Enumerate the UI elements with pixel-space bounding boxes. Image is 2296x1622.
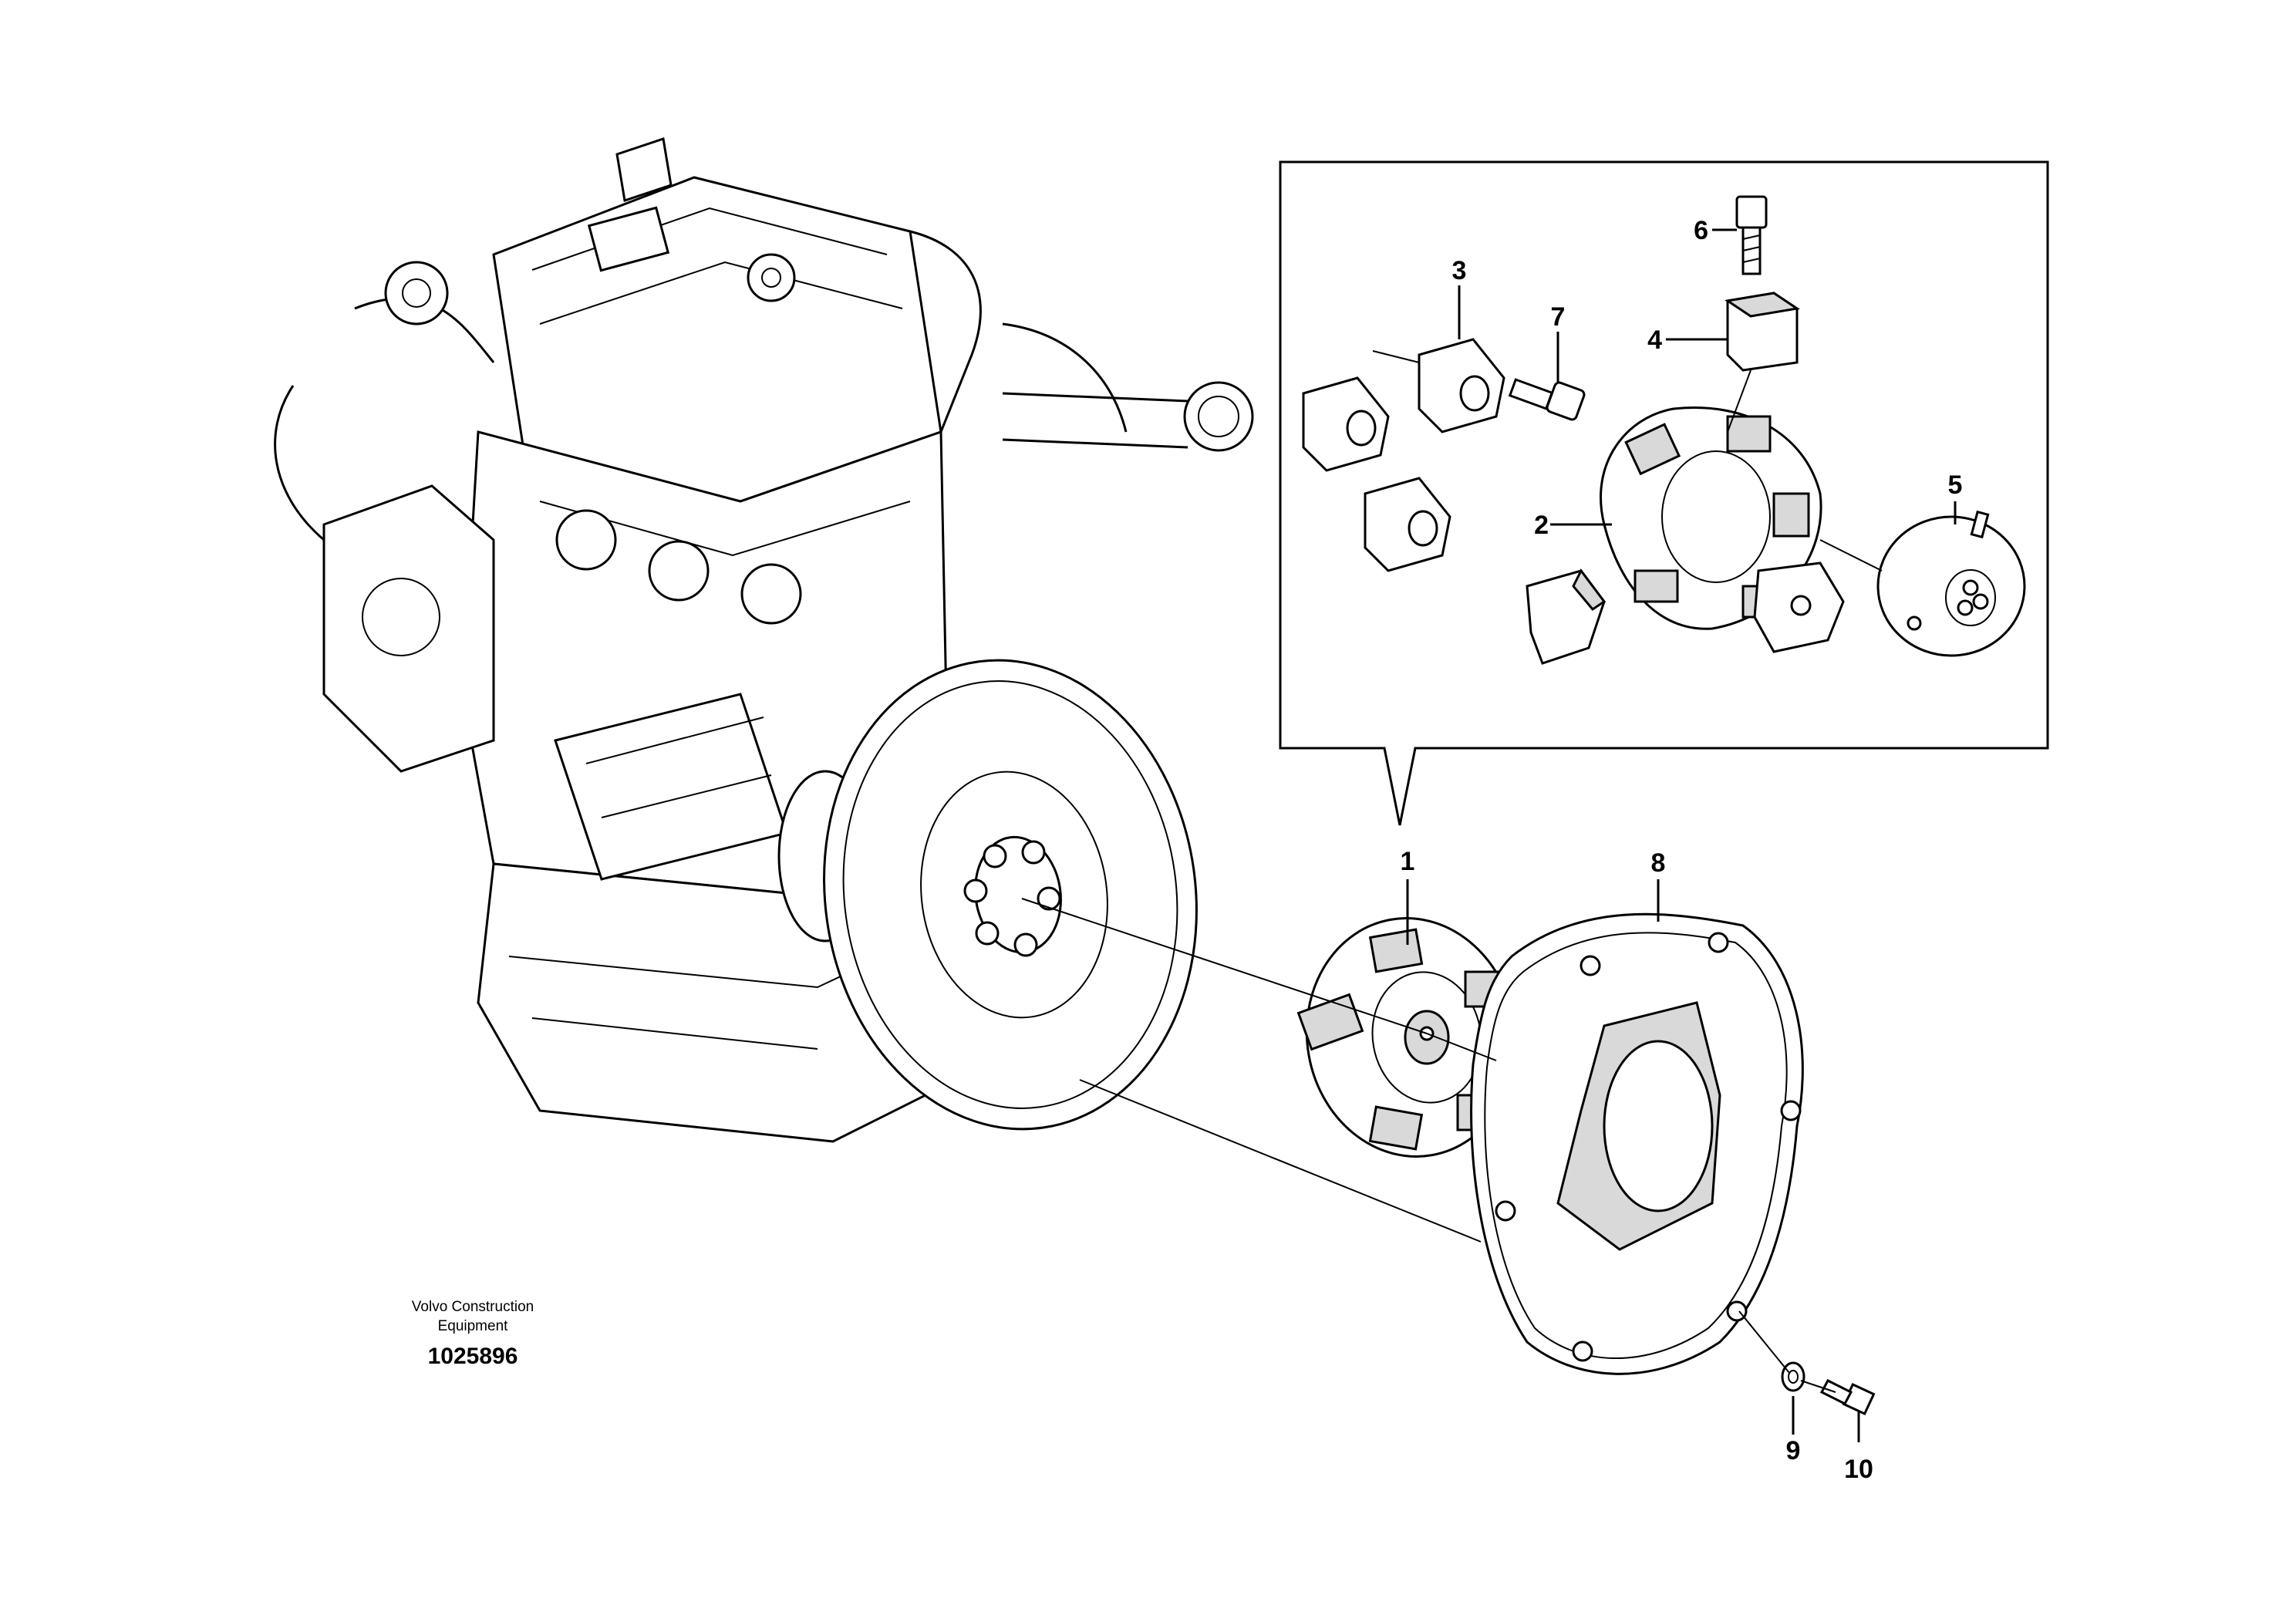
callout-2: 2: [1534, 511, 1549, 540]
adapter-plate-part-8: [1470, 912, 1804, 1375]
washer-part-9: [1781, 1361, 1805, 1392]
callout-9: 9: [1786, 1436, 1801, 1465]
callout-8: 8: [1651, 848, 1666, 878]
drawing-number: 1025896: [428, 1344, 518, 1369]
rubber-block-center: [1526, 568, 1607, 665]
callout-1: 1: [1401, 847, 1415, 876]
callout-10: 10: [1844, 1455, 1873, 1484]
screw-part-7: [1508, 378, 1586, 421]
company-name-line1: Volvo Construction: [412, 1299, 534, 1315]
rubber-block-left-bottom: [1364, 477, 1451, 572]
engine-assembly: [274, 137, 1254, 1143]
screw-part-10: [1819, 1379, 1876, 1416]
drawing-caption: Volvo Construction Equipment 1025896: [412, 1299, 534, 1369]
damper-block-part-3: [1372, 338, 1505, 433]
segment-part-4: [1725, 292, 1800, 372]
callout-4: 4: [1647, 325, 1662, 355]
hub-part-5: [1819, 510, 2026, 657]
callout-leaders: [1406, 228, 1957, 1442]
callout-7: 7: [1551, 302, 1566, 332]
rubber-block-left-top: [1302, 376, 1390, 472]
callout-3: 3: [1452, 256, 1467, 285]
detail-inset: [1279, 160, 2049, 826]
company-name-line2: Equipment: [438, 1318, 509, 1334]
bolt-part-6: [1735, 195, 1768, 275]
callout-6: 6: [1694, 216, 1708, 245]
callout-5: 5: [1948, 470, 1963, 500]
rubber-block-right: [1753, 561, 1845, 653]
assembly-lines: [1021, 898, 1836, 1393]
flywheel: [823, 659, 1198, 1131]
